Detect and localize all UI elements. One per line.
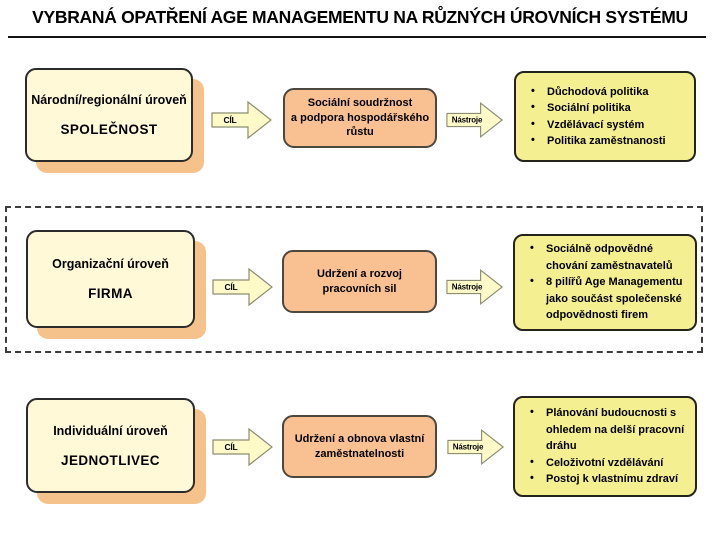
- tool-item: 8 pilířů Age Managementu jako součást sp…: [521, 273, 689, 324]
- level-subject: JEDNOTLIVEC: [61, 452, 160, 468]
- goal-box-row2: Udržení a rozvoj pracovních sil: [282, 250, 437, 313]
- right-block-arrow-icon: [211, 100, 272, 140]
- tool-item: Plánování budoucnosti s ohledem na delší…: [521, 404, 689, 455]
- nastroje-arrow-row1: Nástroje: [446, 99, 504, 141]
- goal-line: růstu: [346, 126, 374, 139]
- tools-box-row3: Plánování budoucnosti s ohledem na delší…: [513, 396, 697, 497]
- goal-line: a podpora hospodářského: [290, 111, 430, 124]
- cil-arrow-row2: CÍL: [212, 266, 274, 308]
- tools-box-row2: Sociálně odpovědné chování zaměstnavatel…: [513, 234, 697, 331]
- tools-list: Plánování budoucnosti s ohledem na delší…: [521, 404, 689, 488]
- tools-list: Sociálně odpovědné chování zaměstnavatel…: [521, 240, 689, 324]
- cil-arrow-label: CÍL: [224, 442, 238, 452]
- level-box-spolecnost: Národní/regionální úroveň SPOLEČNOST: [25, 68, 193, 162]
- right-block-arrow-icon: [446, 102, 504, 138]
- nastroje-arrow-label: Nástroje: [452, 442, 484, 452]
- nastroje-arrow-label: Nástroje: [451, 115, 483, 125]
- goal-box-row1: Sociální soudržnost a podpora hospodářsk…: [283, 88, 437, 148]
- goal-box-row3: Udržení a obnova vlastní zaměstnatelnost…: [282, 415, 437, 478]
- level-name: Organizační úroveň: [52, 257, 169, 271]
- title-underline: [8, 36, 706, 38]
- level-box-jednotlivec: Individuální úroveň JEDNOTLIVEC: [26, 398, 195, 493]
- cil-arrow-row1: CÍL: [211, 99, 273, 141]
- tool-item: Politika zaměstnanosti: [522, 132, 666, 150]
- tools-box-row1: Důchodová politika Sociální politika Vzd…: [514, 71, 696, 162]
- goal-line: Sociální soudržnost: [307, 96, 413, 109]
- goal-line: zaměstnatelnosti: [314, 447, 405, 460]
- goal-line: pracovních sil: [322, 282, 397, 295]
- firma-dashed-border: [5, 206, 703, 353]
- tool-item: Vzdělávací systém: [522, 116, 666, 134]
- tool-item: Celoživotní vzdělávání: [521, 454, 689, 472]
- tools-list: Důchodová politika Sociální politika Vzd…: [522, 83, 666, 150]
- level-name: Národní/regionální úroveň: [31, 93, 187, 107]
- goal-line: Udržení a rozvoj: [317, 267, 402, 280]
- tool-item: Důchodová politika: [522, 83, 666, 101]
- right-block-arrow-icon: [446, 269, 504, 305]
- cil-arrow-label: CÍL: [224, 282, 238, 292]
- right-block-arrow-icon: [447, 429, 505, 465]
- nastroje-arrow-label: Nástroje: [451, 282, 483, 292]
- goal-line: Udržení a obnova vlastní: [294, 432, 425, 445]
- level-subject: FIRMA: [88, 286, 133, 301]
- cil-arrow-label: CÍL: [223, 115, 237, 125]
- right-block-arrow-icon: [212, 267, 273, 307]
- level-box-firma: Organizační úroveň FIRMA: [26, 230, 195, 328]
- tool-item: Sociální politika: [522, 99, 666, 117]
- nastroje-arrow-row2: Nástroje: [446, 266, 504, 308]
- right-block-arrow-icon: [212, 427, 273, 467]
- cil-arrow-row3: CÍL: [212, 426, 274, 468]
- nastroje-arrow-row3: Nástroje: [447, 426, 505, 468]
- tool-item: Postoj k vlastnímu zdraví: [521, 470, 689, 488]
- level-name: Individuální úroveň: [53, 423, 168, 438]
- level-subject: SPOLEČNOST: [60, 122, 158, 137]
- tool-item: Sociálně odpovědné chování zaměstnavatel…: [521, 240, 689, 274]
- page-title: VYBRANÁ OPATŘENÍ AGE MANAGEMENTU NA RŮZN…: [32, 7, 688, 27]
